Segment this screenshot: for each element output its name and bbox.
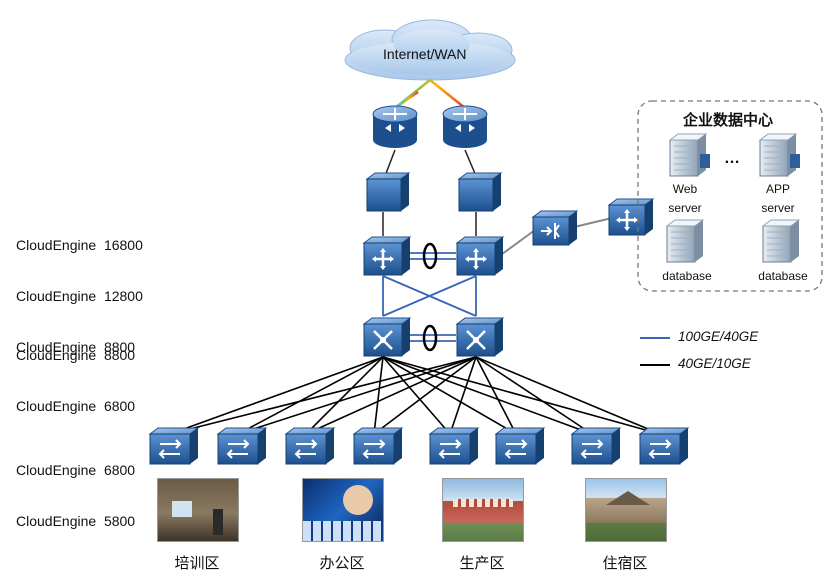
core-tier-line: CloudEngine 12800 (16, 288, 143, 304)
training-area-photo (157, 478, 239, 542)
server-ellipsis: … (724, 150, 740, 167)
access-switch-7 (570, 427, 622, 465)
app-server-label: APP server (761, 182, 795, 215)
load-balancer (531, 210, 579, 246)
access-link (449, 356, 477, 435)
core-tier-line: CloudEngine 16800 (16, 237, 143, 253)
agg-tier-line: CloudEngine 8800 (16, 347, 136, 363)
dormitory-area-photo (585, 478, 667, 542)
access-switch-3 (284, 427, 336, 465)
dc-switch (607, 198, 655, 236)
database-label: database (662, 269, 712, 283)
access-link (382, 356, 451, 435)
area-label: 办公区 (319, 555, 365, 572)
firewall-left-body (365, 172, 411, 212)
core-tier-line: CloudEngine 8800 (16, 339, 136, 355)
access-link (382, 356, 517, 435)
router-right (442, 105, 488, 148)
app-server-icon (758, 133, 800, 177)
database-icon (761, 219, 801, 263)
web-server-icon (668, 133, 710, 177)
access-link (382, 356, 661, 435)
datacenter-title: 企业数据中心 (683, 112, 774, 129)
access-link (475, 356, 593, 435)
uplink-lines (382, 149, 477, 236)
access-switch-2 (216, 427, 268, 465)
database-label: database (758, 269, 808, 283)
access-link (169, 356, 477, 435)
access-links (169, 356, 661, 435)
access-link (373, 356, 477, 435)
access-tier-label: CloudEngine 6800 CloudEngine 5800 (16, 428, 135, 547)
access-link (382, 356, 593, 435)
production-area-photo (442, 478, 524, 542)
cloud-label: Internet/WAN (383, 46, 467, 62)
stack-rings (422, 242, 438, 352)
access-link (475, 356, 661, 435)
core-tier-label: CloudEngine 16800 CloudEngine 12800 Clou… (16, 203, 143, 373)
agg-switch-right (455, 317, 505, 357)
agg-switch-left (362, 317, 412, 357)
database-icon (665, 219, 705, 263)
access-link (475, 356, 517, 435)
internet-cloud (344, 19, 516, 81)
access-switch-8 (638, 427, 690, 465)
access-switch-6 (494, 427, 546, 465)
wan-links (394, 78, 466, 110)
access-link (373, 356, 384, 435)
access-link (237, 356, 384, 435)
area-label: 生产区 (459, 555, 505, 572)
access-link (169, 356, 384, 435)
firewall-right-body (457, 172, 503, 212)
access-link (305, 356, 477, 435)
core-agg-links (382, 275, 477, 317)
core-switch-left (362, 236, 412, 276)
stack-links (405, 252, 456, 342)
office-area-photo (302, 478, 384, 542)
area-label: 住宿区 (602, 555, 648, 572)
aggregation-tier-label: CloudEngine 8800 CloudEngine 6800 (16, 313, 135, 432)
core-switch-right (455, 236, 505, 276)
legend-blue-label: 100GE/40GE (678, 329, 759, 344)
access-switch-1 (148, 427, 200, 465)
legend (640, 337, 670, 366)
access-tier-line: CloudEngine 6800 (16, 462, 136, 478)
access-link (305, 356, 384, 435)
router-left (372, 105, 418, 148)
legend-black-label: 40GE/10GE (678, 356, 751, 371)
access-switch-4 (352, 427, 404, 465)
access-tier-line: CloudEngine 5800 (16, 513, 136, 529)
access-link (237, 356, 477, 435)
web-server-label: Web server (668, 182, 702, 215)
area-label: 培训区 (174, 555, 220, 572)
access-switch-5 (428, 427, 480, 465)
agg-tier-line: CloudEngine 6800 (16, 398, 136, 414)
